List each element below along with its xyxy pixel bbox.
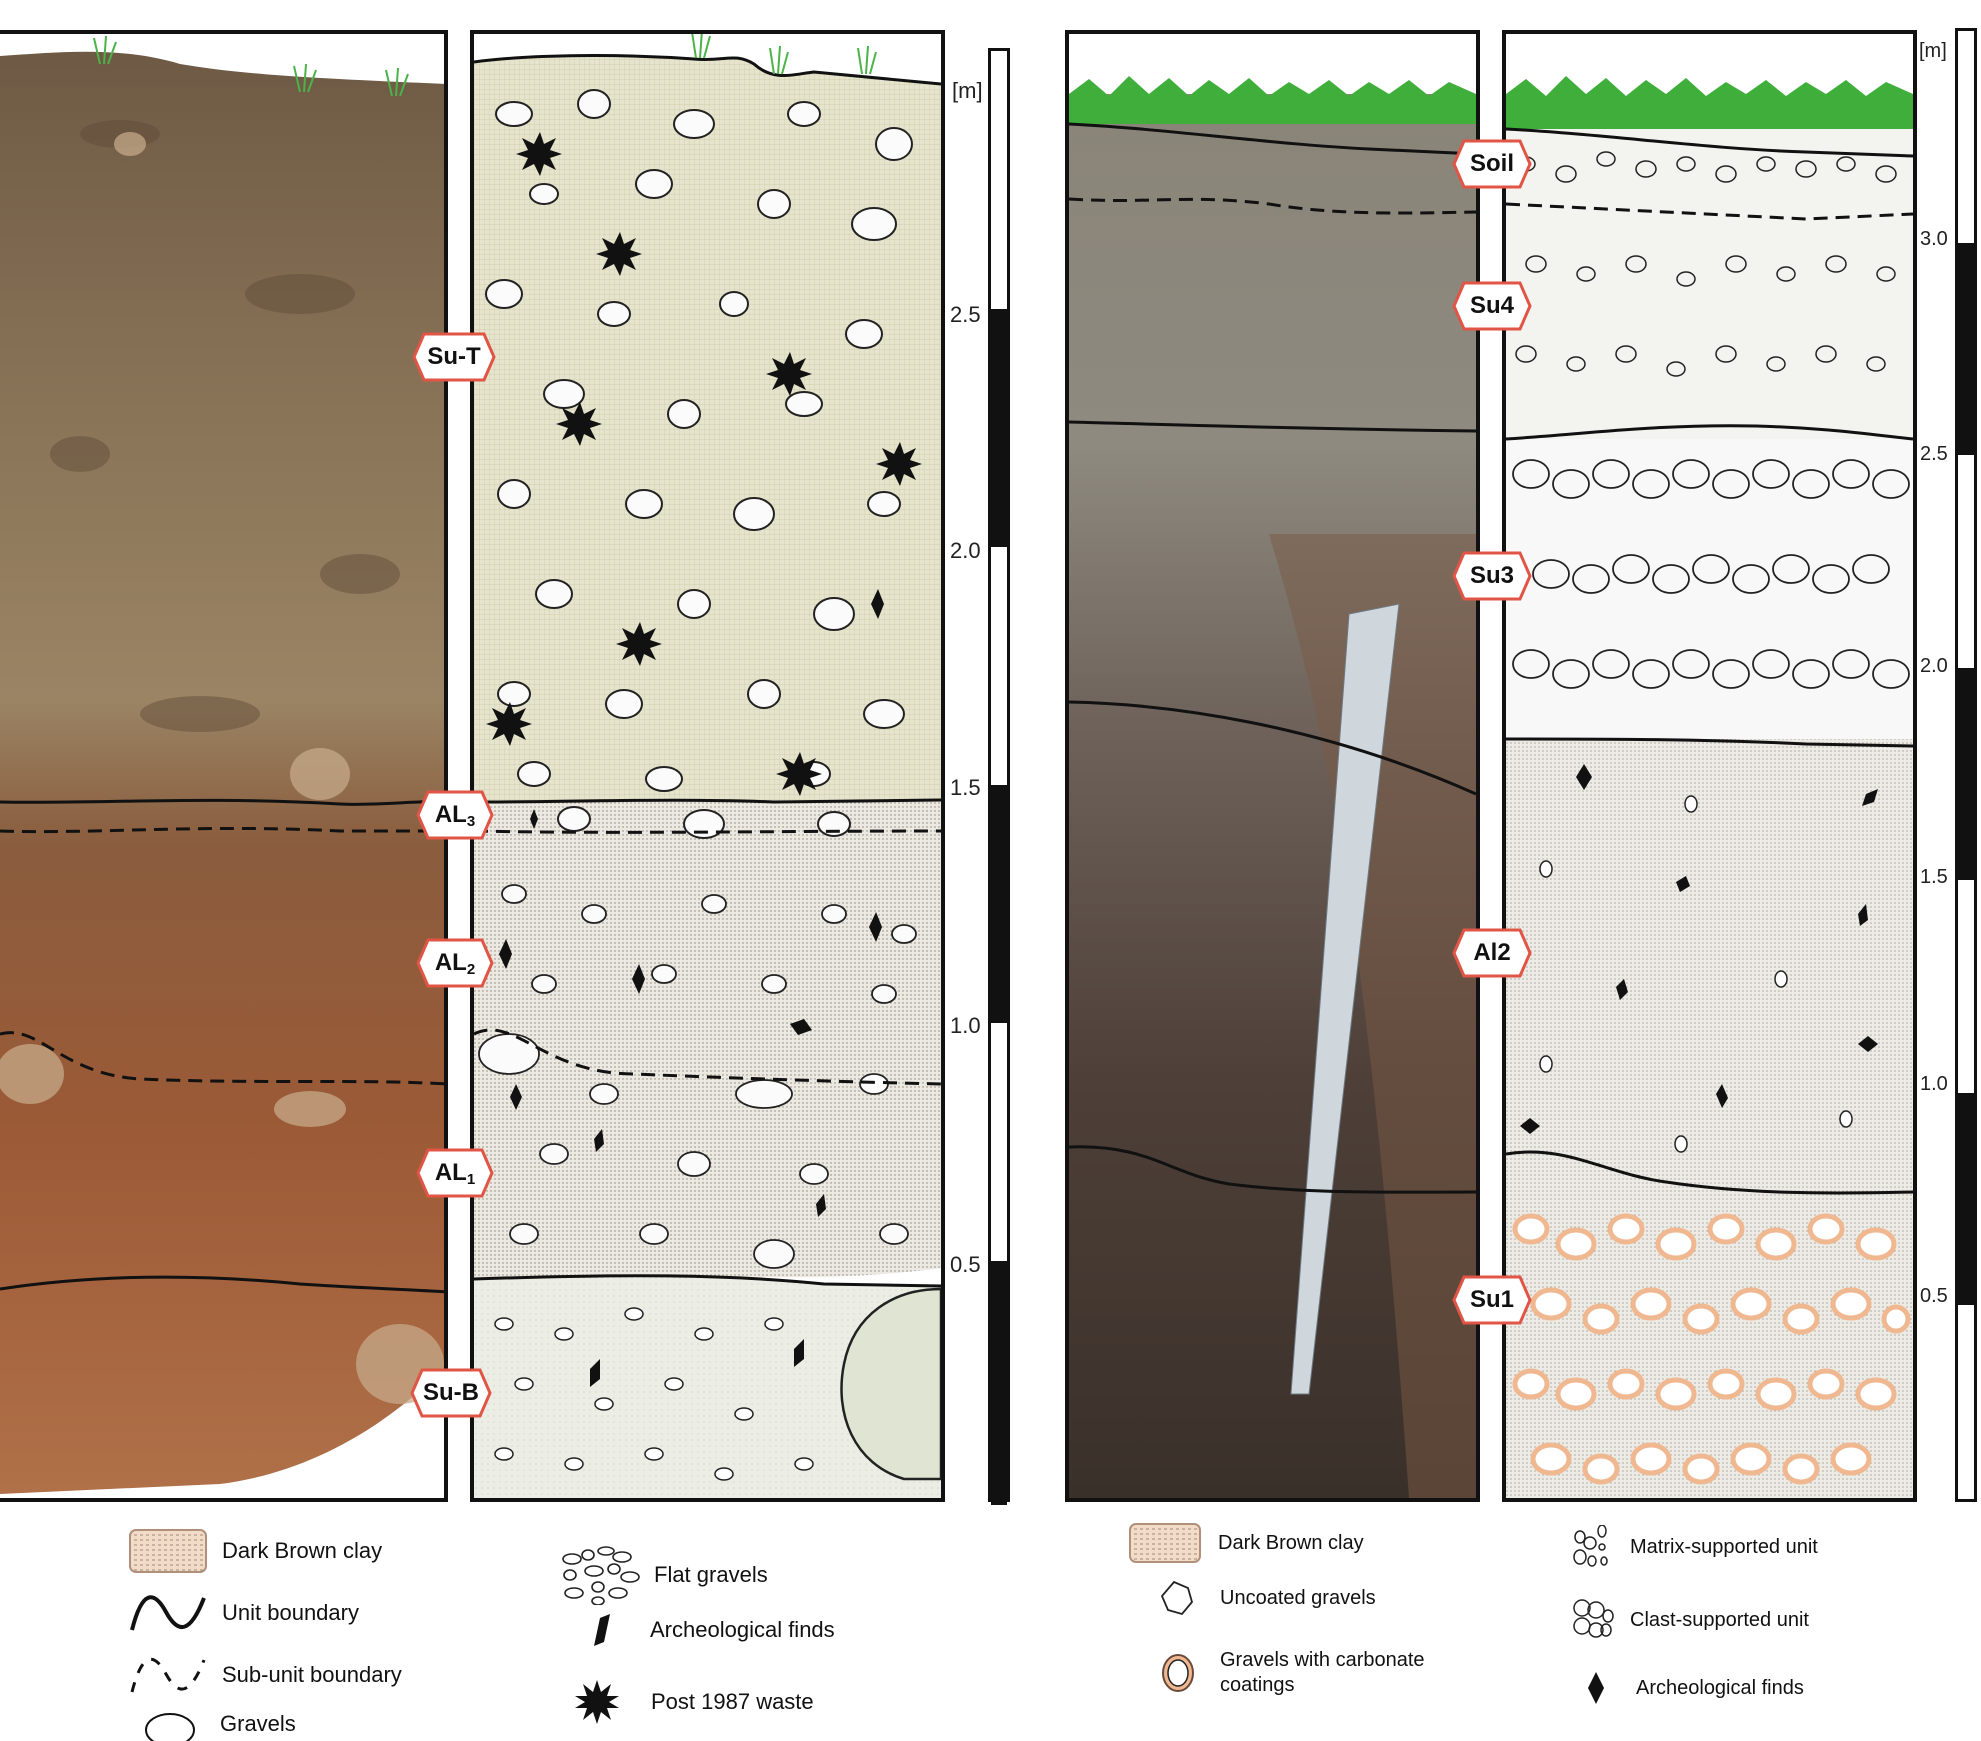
- legend-clast-supported: Clast-supported unit: [1572, 1598, 1809, 1642]
- legend-dark-brown-clay: Dark Brown clay: [128, 1528, 382, 1574]
- unit-al2: [1506, 739, 1913, 1194]
- legend-archeological-finds-left: Archeological finds: [590, 1612, 835, 1648]
- unit-label-su3: Su3: [1452, 551, 1532, 601]
- archeological-find-icon: [1520, 764, 1878, 1134]
- right-tick-0-5: 0.5: [1920, 1285, 1948, 1307]
- unit-label-soil: Soil: [1452, 139, 1532, 189]
- right-tick-1-0: 1.0: [1920, 1073, 1948, 1095]
- uncoated-gravel-icon: [1160, 1580, 1193, 1616]
- left-photo-panel: [0, 30, 448, 1502]
- unit-boundary-icon: [130, 1595, 206, 1631]
- unit-su-t: [474, 55, 941, 802]
- flat-gravels-icon: [562, 1546, 640, 1605]
- left-stratigraphic-log: [474, 34, 941, 1498]
- waste-starburst-icon: [575, 1680, 619, 1724]
- unit-al: [474, 800, 941, 1279]
- left-drawing-panel: [470, 30, 945, 1502]
- left-soil-photo: [0, 34, 444, 1498]
- legend-dark-brown-clay-right: Dark Brown clay: [1128, 1522, 1364, 1564]
- unit-su-b: [474, 1275, 941, 1498]
- boulder: [840, 1287, 941, 1481]
- unit-soil-su4: [1506, 129, 1913, 439]
- right-stratigraphic-log: [1506, 34, 1913, 1498]
- right-trench-photo: [1069, 34, 1476, 1498]
- unit-label-su-b: Su-B: [410, 1368, 492, 1418]
- right-tick-2-5: 2.5: [1920, 443, 1948, 465]
- legend-archeological-finds-right: Archeological finds: [1586, 1670, 1804, 1706]
- left-tick-1-0: 1.0: [950, 1013, 981, 1038]
- clay-swatch-icon: [1129, 1523, 1201, 1563]
- legend-matrix-supported: Matrix-supported unit: [1572, 1525, 1818, 1569]
- left-tick-2-5: 2.5: [950, 302, 981, 327]
- legend-sub-unit-boundary: Sub-unit boundary: [128, 1652, 402, 1698]
- legend-post-1987-waste: Post 1987 waste: [575, 1680, 814, 1724]
- right-tick-2-0: 2.0: [1920, 655, 1948, 677]
- right-drawing-panel: [1502, 30, 1917, 1502]
- right-photo-panel: [1065, 30, 1480, 1502]
- left-tick-0-5: 0.5: [950, 1252, 981, 1277]
- unit-label-al3: AL3: [416, 790, 494, 840]
- left-scale-unit: [m]: [952, 78, 983, 103]
- left-scale-bar: [988, 48, 1010, 1505]
- sub-unit-boundary-icon: [130, 1657, 206, 1693]
- clay-swatch-icon: [129, 1529, 207, 1573]
- right-scale-unit: [m]: [1919, 40, 1947, 62]
- unit-label-su4: Su4: [1452, 281, 1532, 331]
- legend-coated-gravels: Gravels with carbonate coatings: [1160, 1648, 1500, 1698]
- legend-uncoated-gravels: Uncoated gravels: [1160, 1580, 1376, 1616]
- matrix-supported-icon: [1573, 1525, 1608, 1567]
- right-tick-1-5: 1.5: [1920, 866, 1948, 888]
- coated-gravel-icon: [1162, 1654, 1194, 1692]
- unit-label-al1: AL1: [416, 1148, 494, 1198]
- gravel-icon: [145, 1712, 195, 1741]
- legend-gravels: Gravels: [140, 1710, 296, 1741]
- left-tick-2-0: 2.0: [950, 538, 981, 563]
- right-scale-bar: [1955, 28, 1977, 1502]
- archeological-find-icon: [499, 589, 884, 1387]
- unit-su3: [1506, 439, 1913, 739]
- left-tick-1-5: 1.5: [950, 775, 981, 800]
- unit-label-su1: Su1: [1452, 1275, 1532, 1325]
- archeological-find-icon: [1588, 1672, 1604, 1704]
- unit-label-al2: AL2: [416, 938, 494, 988]
- unit-label-al2: Al2: [1452, 928, 1532, 978]
- clast-supported-icon: [1573, 1599, 1614, 1638]
- grass-icon: [93, 35, 409, 97]
- legend-unit-boundary: Unit boundary: [128, 1590, 359, 1636]
- archeological-find-icon: [594, 1614, 610, 1646]
- waste-starburst-icon: [486, 132, 922, 796]
- unit-label-su-t: Su-T: [412, 332, 496, 382]
- legend-flat-gravels: Flat gravels: [560, 1545, 768, 1605]
- right-tick-3-0: 3.0: [1920, 228, 1948, 250]
